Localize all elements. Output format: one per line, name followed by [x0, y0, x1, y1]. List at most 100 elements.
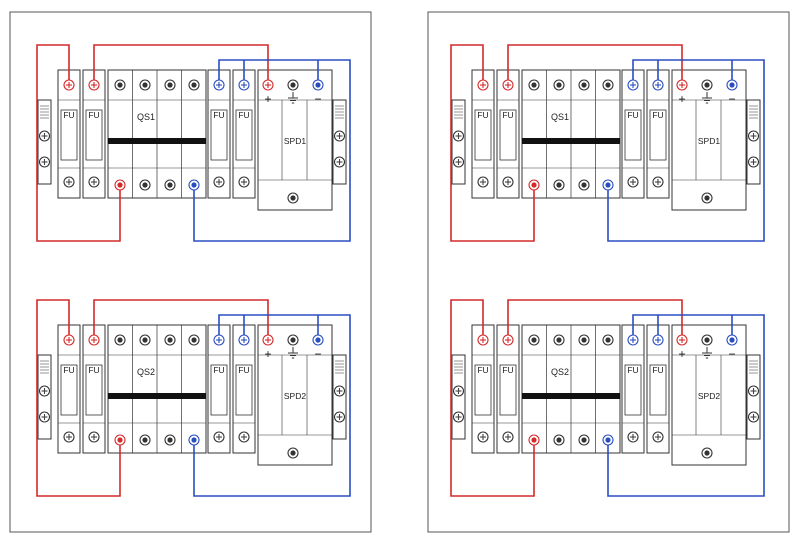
screw-core	[556, 82, 562, 88]
terminal-screw-icon	[164, 79, 176, 91]
switch-handle-bar	[522, 138, 620, 144]
terminal-screw-icon	[502, 79, 514, 91]
screw-core	[142, 182, 148, 188]
terminal-screw-icon	[139, 179, 151, 191]
spd-body	[257, 324, 333, 466]
surge-protector-block: SPD2+−	[257, 324, 333, 466]
terminal-screw-icon	[477, 431, 489, 443]
clamp-body	[37, 354, 52, 440]
terminal-screw-icon	[627, 334, 639, 346]
screw-core	[191, 82, 197, 88]
screw-core	[556, 337, 562, 343]
fuse-holder-2: FU	[496, 69, 520, 199]
screw-core	[729, 82, 735, 88]
screw-core	[117, 182, 123, 188]
fuse-carrier	[210, 364, 228, 416]
terminal-screw-icon	[238, 79, 250, 91]
screw-core	[704, 195, 710, 201]
spd-label: SPD1	[284, 136, 306, 146]
terminal-screw-icon	[63, 176, 75, 188]
fuse-label: FU	[502, 110, 513, 120]
terminal-screw-icon	[528, 334, 540, 346]
terminal-screw-icon	[553, 434, 565, 446]
spd-label: SPD2	[284, 391, 306, 401]
right-panel-frame	[427, 11, 790, 533]
terminal-screw-icon	[652, 334, 664, 346]
screw-core	[581, 337, 587, 343]
screw-core	[191, 437, 197, 443]
terminal-screw-icon	[287, 447, 299, 459]
fuse-holder-2: FU	[496, 324, 520, 454]
spd-body	[671, 69, 747, 211]
positive-wire-bridge	[93, 299, 269, 335]
terminal-screw-icon	[602, 334, 614, 346]
terminal-screw-icon	[213, 79, 225, 91]
screw-core	[581, 82, 587, 88]
fuse-holder-neg-2: FU	[232, 324, 256, 454]
terminal-screw-icon	[38, 156, 51, 168]
negative-wire-loop	[193, 314, 351, 497]
screw-core	[704, 82, 710, 88]
terminal-screw-icon	[528, 79, 540, 91]
left-panel-frame	[9, 11, 372, 533]
right-end-clamp	[332, 354, 347, 440]
terminal-screw-icon	[726, 334, 738, 346]
right-end-clamp	[332, 99, 347, 185]
fuse-label: FU	[652, 365, 663, 375]
fuse-holder-2: FU	[82, 69, 106, 199]
screw-core	[117, 437, 123, 443]
terminal-screw-icon	[502, 431, 514, 443]
screw-core	[556, 437, 562, 443]
spd-body	[671, 324, 747, 466]
positive-wire-loop	[450, 44, 535, 242]
terminal-screw-icon	[477, 79, 489, 91]
screw-core	[581, 437, 587, 443]
terminal-screw-icon	[652, 431, 664, 443]
terminal-screw-icon	[477, 334, 489, 346]
fuse-label: FU	[502, 365, 513, 375]
fuse-label: FU	[238, 365, 249, 375]
fuse-holder-neg-1: FU	[207, 69, 231, 199]
fuse-holder-2: FU	[82, 324, 106, 454]
terminal-screw-icon	[139, 79, 151, 91]
terminal-screw-icon	[676, 334, 688, 346]
terminal-screw-icon	[747, 385, 760, 397]
switch-label: QS1	[137, 112, 155, 122]
fuse-carrier	[474, 364, 492, 416]
terminal-screw-icon	[213, 334, 225, 346]
fuse-holder-1: FU	[57, 324, 81, 454]
terminal-screw-icon	[333, 385, 346, 397]
fuse-carrier	[649, 109, 667, 161]
terminal-screw-icon	[553, 179, 565, 191]
terminal-screw-icon	[287, 334, 299, 346]
fuse-holder-1: FU	[57, 69, 81, 199]
screw-core	[117, 337, 123, 343]
terminal-screw-icon	[63, 334, 75, 346]
clamp-body	[37, 99, 52, 185]
terminal-screw-icon	[287, 79, 299, 91]
terminal-screw-icon	[262, 334, 274, 346]
positive-wire-bridge	[507, 299, 683, 335]
isolating-switch-block: QS2	[107, 324, 207, 454]
screw-core	[315, 82, 321, 88]
terminal-screw-icon	[333, 130, 346, 142]
terminal-screw-icon	[164, 434, 176, 446]
terminal-screw-icon	[114, 79, 126, 91]
screw-core	[704, 450, 710, 456]
positive-wire-loop	[36, 44, 121, 242]
screw-core	[581, 182, 587, 188]
clamp-body	[332, 354, 347, 440]
terminal-screw-icon	[238, 431, 250, 443]
terminal-screw-icon	[747, 411, 760, 423]
screw-core	[167, 82, 173, 88]
fuse-label: FU	[627, 110, 638, 120]
isolating-switch-block: QS2	[521, 324, 621, 454]
terminal-screw-icon	[452, 411, 465, 423]
ground-icon	[702, 347, 712, 359]
fuse-holder-1: FU	[471, 324, 495, 454]
terminal-screw-icon	[164, 179, 176, 191]
fuse-label: FU	[238, 110, 249, 120]
